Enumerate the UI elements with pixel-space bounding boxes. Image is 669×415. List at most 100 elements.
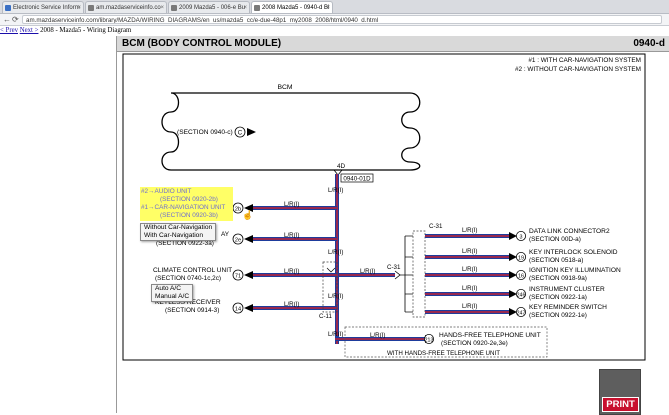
hands-free-num: 213 <box>425 337 434 343</box>
option-auto-ac[interactable]: Auto A/C <box>155 285 182 292</box>
prev-link[interactable]: < Prev <box>0 27 18 34</box>
legend-1: #1 : WITH CAR-NAVIGATION SYSTEM <box>528 57 641 64</box>
item-section: (SECTION 0518-a) <box>529 257 583 264</box>
option-with-navigation[interactable]: With Car-Navigation <box>144 232 203 239</box>
c31-label: C-31 <box>387 264 401 271</box>
branch-wire-keyless <box>253 306 337 310</box>
right-item-wire: L/R(I) <box>425 285 517 298</box>
highlighted-unit-label: #2→AUDIO UNIT (SECTION 0920-2b) #1→CAR-N… <box>140 187 233 221</box>
arrow-nav <box>244 204 253 212</box>
page-favicon-icon <box>88 5 94 11</box>
wire-label: L/R(I) <box>328 331 343 338</box>
next-link[interactable]: Next > <box>19 27 39 34</box>
branch-wire-c31 <box>339 273 395 277</box>
right-item: 19 KEY INTERLOCK SOLENOID (SECTION 0518-… <box>515 249 618 264</box>
url-text: am.mazdaserviceinfo.com/library/MAZDA/WI… <box>26 17 379 24</box>
page-favicon-icon <box>254 5 260 11</box>
wire-label: L/R(I) <box>462 227 477 234</box>
legend-2: #2 : WITHOUT CAR-NAVIGATION SYSTEM <box>515 66 641 73</box>
connector-code: 0940-01D <box>343 176 371 183</box>
nav-unit-label: #1→CAR-NAVIGATION UNIT <box>141 204 226 211</box>
connector-2b-circle <box>232 202 244 214</box>
item-number: 247 <box>517 310 526 316</box>
item-section: (SECTION 00D-a) <box>529 236 581 243</box>
item-number: 19 <box>518 255 524 261</box>
wiring-diagram: #1 : WITH CAR-NAVIGATION SYSTEM #2 : WIT… <box>122 53 646 361</box>
option-manual-ac[interactable]: Manual A/C <box>155 293 190 300</box>
pin-label: 4D <box>337 163 346 170</box>
keyless-label: KEYLESS RECEIVER <box>155 299 221 306</box>
diagram-title: BCM (BODY CONTROL MODULE) <box>122 38 282 49</box>
wire-label: L/R(I) <box>284 201 299 208</box>
wire-label: L/R(I) <box>462 285 477 292</box>
address-bar: ← ⟳ am.mazdaserviceinfo.com/library/MAZD… <box>0 14 669 26</box>
bcm-label: BCM <box>277 84 292 91</box>
browser-tab-bar: Electronic Service Inform × am.mazdaserv… <box>0 0 669 14</box>
section-ref: (SECTION 0940-c) <box>177 129 233 136</box>
wire-label: L/R(I) <box>284 268 299 275</box>
page-favicon-icon <box>171 5 177 11</box>
back-arrow-icon[interactable]: ← <box>3 15 11 24</box>
arrow-ay <box>244 235 253 243</box>
wire-label: L/R(I) <box>370 332 385 339</box>
url-field[interactable]: am.mazdaserviceinfo.com/library/MAZDA/WI… <box>22 15 662 24</box>
connector-71-label: 71 <box>235 274 241 280</box>
browser-tab[interactable]: am.mazdaserviceinfo.co × <box>85 1 167 13</box>
climate-label: CLIMATE CONTROL UNIT <box>153 267 232 274</box>
arrow-connector <box>247 128 256 136</box>
close-tab-icon[interactable]: × <box>243 5 247 11</box>
wire-label: L/R(I) <box>284 301 299 308</box>
audio-unit-label: #2→AUDIO UNIT <box>141 188 192 195</box>
right-item: 16 IGNITION KEY ILLUMINATION (SECTION 09… <box>515 267 621 282</box>
browser-tab[interactable]: 2009 Mazda5 - 006-e Bu × <box>168 1 250 13</box>
wire-label: L/R(I) <box>328 293 343 300</box>
connector-14-label: 14 <box>235 307 241 313</box>
item-name: INSTRUMENT CLUSTER <box>529 286 605 293</box>
connector-2e-circle <box>232 233 244 245</box>
item-section: (SECTION 0922-1e) <box>529 312 587 319</box>
print-button[interactable]: PRINT <box>599 369 641 415</box>
option-without-navigation[interactable]: Without Car-Navigation <box>144 224 213 231</box>
right-item: 246 INSTRUMENT CLUSTER (SECTION 0922-1a) <box>515 286 605 301</box>
wire-label: L/R(I) <box>360 268 375 275</box>
arrow-climate <box>244 271 253 279</box>
item-name: KEY REMINDER SWITCH <box>529 304 607 311</box>
tab-title: Electronic Service Inform <box>13 5 80 11</box>
c31-pin <box>394 270 401 280</box>
item-name: IGNITION KEY ILLUMINATION <box>529 267 621 274</box>
hands-free-circle <box>423 333 434 344</box>
ac-option-dropdown[interactable]: Auto A/C Manual A/C <box>151 284 194 302</box>
print-label: PRINT <box>602 397 639 412</box>
browser-tab[interactable]: Electronic Service Inform × <box>2 1 84 13</box>
right-item: 247 KEY REMINDER SWITCH (SECTION 0922-1e… <box>515 304 607 319</box>
keyless-section: (SECTION 0914-3) <box>165 307 219 314</box>
navigation-option-dropdown[interactable]: Without Car-Navigation With Car-Navigati… <box>140 223 217 241</box>
wiring-diagram-panel: BCM (BODY CONTROL MODULE) 0940-d #1 : WI… <box>116 36 669 415</box>
connector-c-label: C <box>238 130 243 137</box>
close-tab-icon[interactable]: × <box>77 5 81 11</box>
connector-2e-label: 2e <box>235 238 241 244</box>
item-section: (SECTION 0922-1a) <box>529 294 587 301</box>
hands-free-box-label: WITH HANDS-FREE TELEPHONE UNIT <box>387 350 500 357</box>
close-tab-icon[interactable]: × <box>326 5 330 11</box>
climate-section: (SECTION 0740-1c,2c) <box>155 275 221 282</box>
browser-tab-active[interactable]: 2008 Mazda5 - 0940-d Bl × <box>251 1 333 13</box>
arrow-keyless <box>244 304 253 312</box>
breadcrumb-text: 2008 - Mazda5 - Wiring Diagram <box>38 27 132 34</box>
item-number: 16 <box>518 273 524 279</box>
diagram-code: 0940-d <box>633 38 665 49</box>
wire-label: L/R(I) <box>328 249 343 256</box>
partial-ay-label: AY <box>221 231 230 238</box>
item-name: DATA LINK CONNECTOR2 <box>529 228 610 235</box>
reload-icon[interactable]: ⟳ <box>12 15 19 24</box>
page-favicon-icon <box>5 5 11 11</box>
right-item-wire: L/R(I) <box>425 303 517 316</box>
close-tab-icon[interactable]: × <box>160 5 164 11</box>
hands-free-dashed-box <box>344 326 548 358</box>
item-number: 3 <box>520 234 523 240</box>
breadcrumb: < Prev Next > 2008 - Mazda5 - Wiring Dia… <box>0 26 131 35</box>
main-trunk-wire <box>335 174 339 344</box>
hands-free-wire <box>335 336 425 341</box>
wire-label: L/R(I) <box>284 232 299 239</box>
connector-code-box <box>340 173 374 183</box>
